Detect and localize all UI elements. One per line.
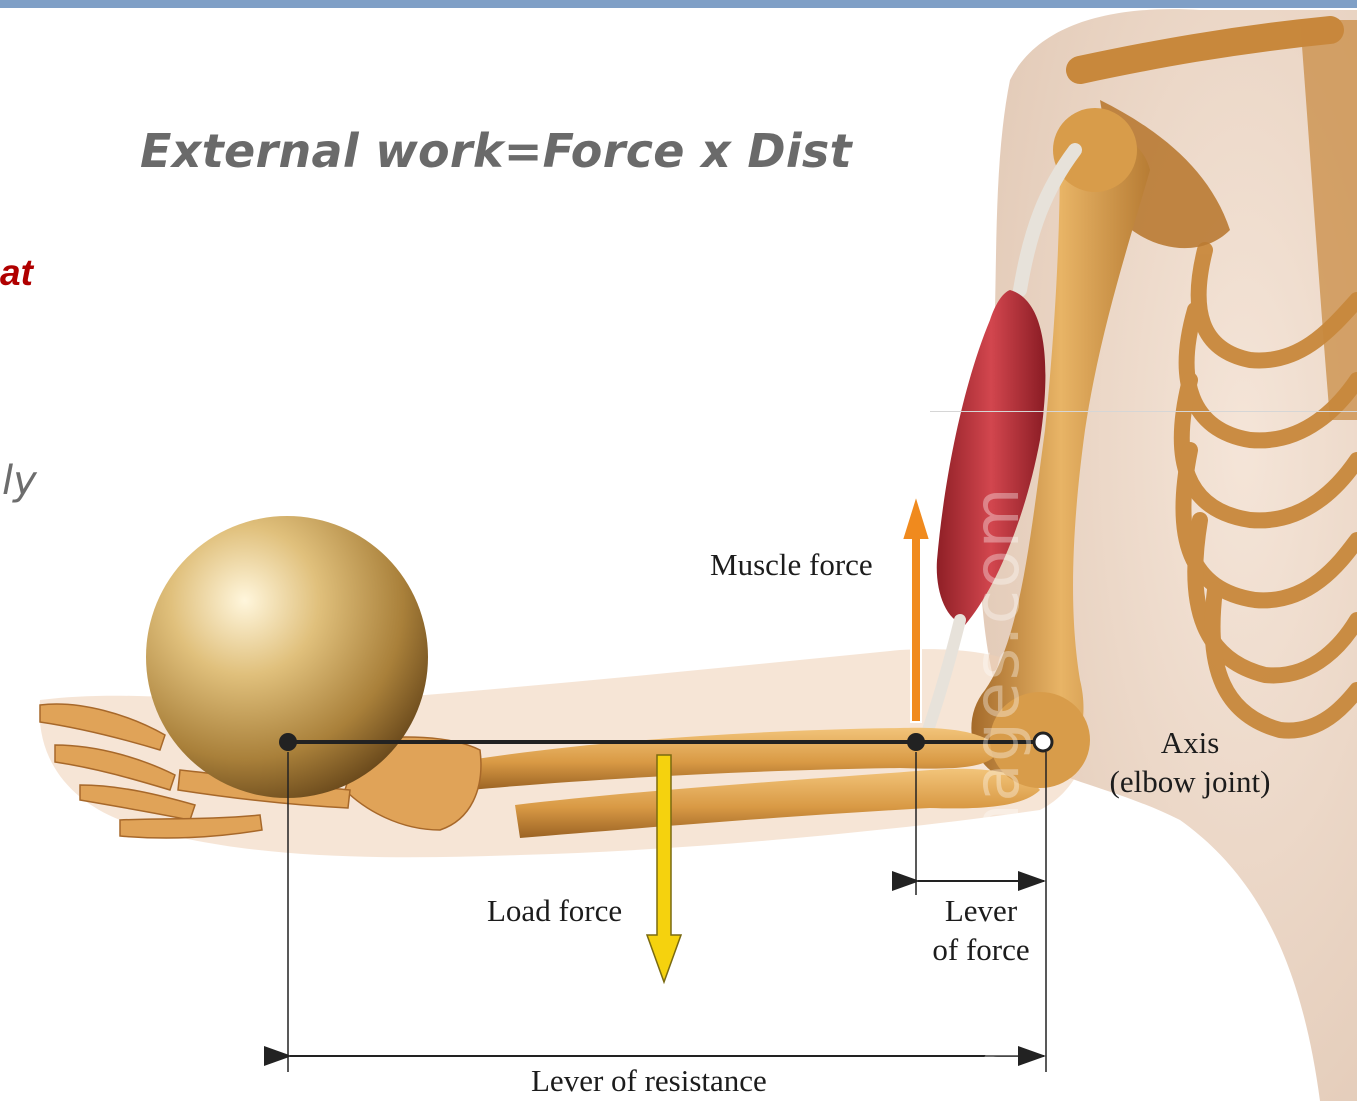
lever-of-force-line2: of force [916,931,1046,970]
axis-point-dot [1034,733,1052,751]
axis-label: Axis (elbow joint) [1098,724,1282,802]
load-force-label: Load force [487,892,622,931]
slide-title: External work=Force x Dist [140,124,852,178]
muscle-insertion-dot [907,733,925,751]
cut-off-red-text: at [0,252,33,294]
lever-of-resistance-label: Lever of resistance [531,1062,767,1101]
watermark: netterimages.com [960,486,1033,1085]
axis-label-line1: Axis [1098,724,1282,763]
lever-of-force-label: Lever of force [916,892,1046,970]
lever-of-force-line1: Lever [916,892,1046,931]
cut-off-gray-text: ly [2,458,37,504]
axis-label-line2: (elbow joint) [1098,763,1282,802]
weight-ball [146,516,428,798]
muscle-force-label: Muscle force [710,546,873,585]
load-point-dot [279,733,297,751]
divider-line [930,411,1357,412]
